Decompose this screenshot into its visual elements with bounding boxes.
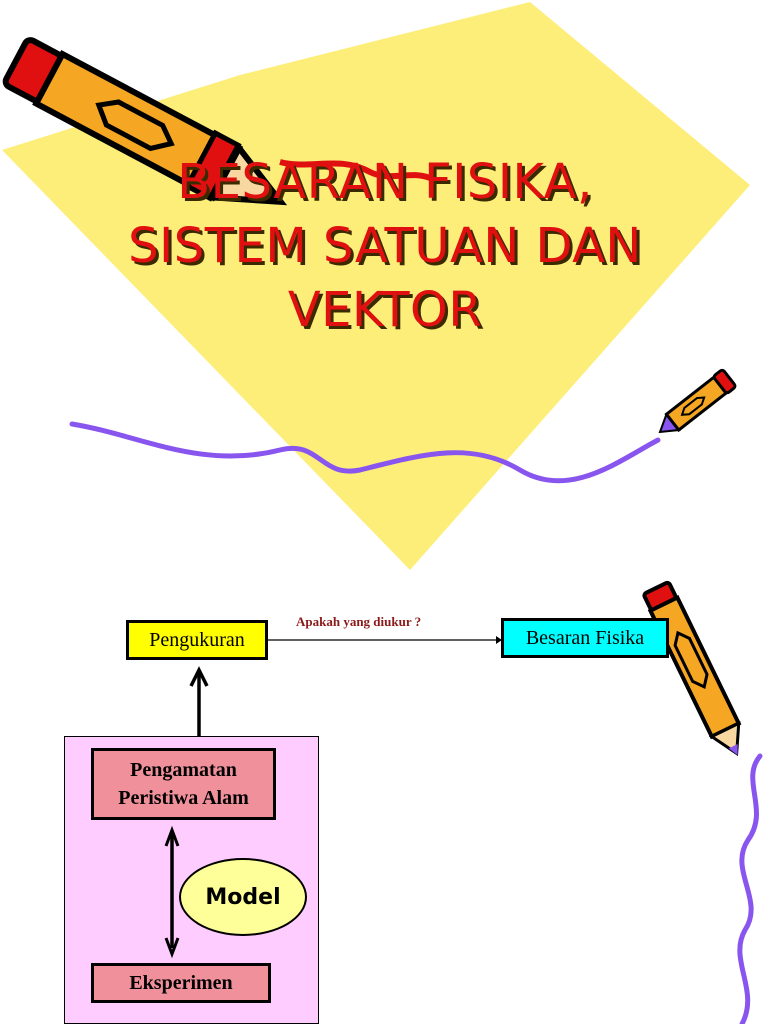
experiment-label: Eksperimen — [129, 971, 233, 994]
observation-label-line-2: Peristiwa Alam — [118, 787, 249, 809]
experiment-box: Eksperimen — [91, 963, 271, 1003]
title-line-1: BESARAN FISIKA, — [177, 154, 593, 210]
physical-quantity-box: Besaran Fisika — [501, 618, 669, 658]
observation-label-line-1: Pengamatan — [130, 759, 237, 781]
model-label: Model — [205, 884, 281, 910]
slide-title: BESARAN FISIKA, SISTEM SATUAN DAN VEKTOR — [40, 150, 730, 342]
pencil-icon — [658, 368, 737, 434]
purple-squiggle-line — [737, 753, 763, 1024]
measurement-label: Pengukuran — [149, 628, 245, 651]
model-ellipse: Model — [179, 858, 307, 936]
title-line-2: SISTEM SATUAN DAN — [128, 218, 642, 274]
physical-quantity-label: Besaran Fisika — [525, 626, 645, 649]
purple-wave-line — [69, 421, 661, 484]
pencil-icon — [2, 37, 288, 206]
arrow-question-label: Apakah yang diukur ? — [296, 614, 422, 629]
observation-box: Pengamatan Peristiwa Alam — [91, 748, 276, 820]
pencil-icon — [642, 580, 742, 757]
title-line-3: VEKTOR — [287, 282, 483, 338]
measure-arrow-head — [496, 636, 502, 644]
measurement-box: Pengukuran — [126, 620, 268, 660]
up-arrow-head — [189, 666, 209, 687]
